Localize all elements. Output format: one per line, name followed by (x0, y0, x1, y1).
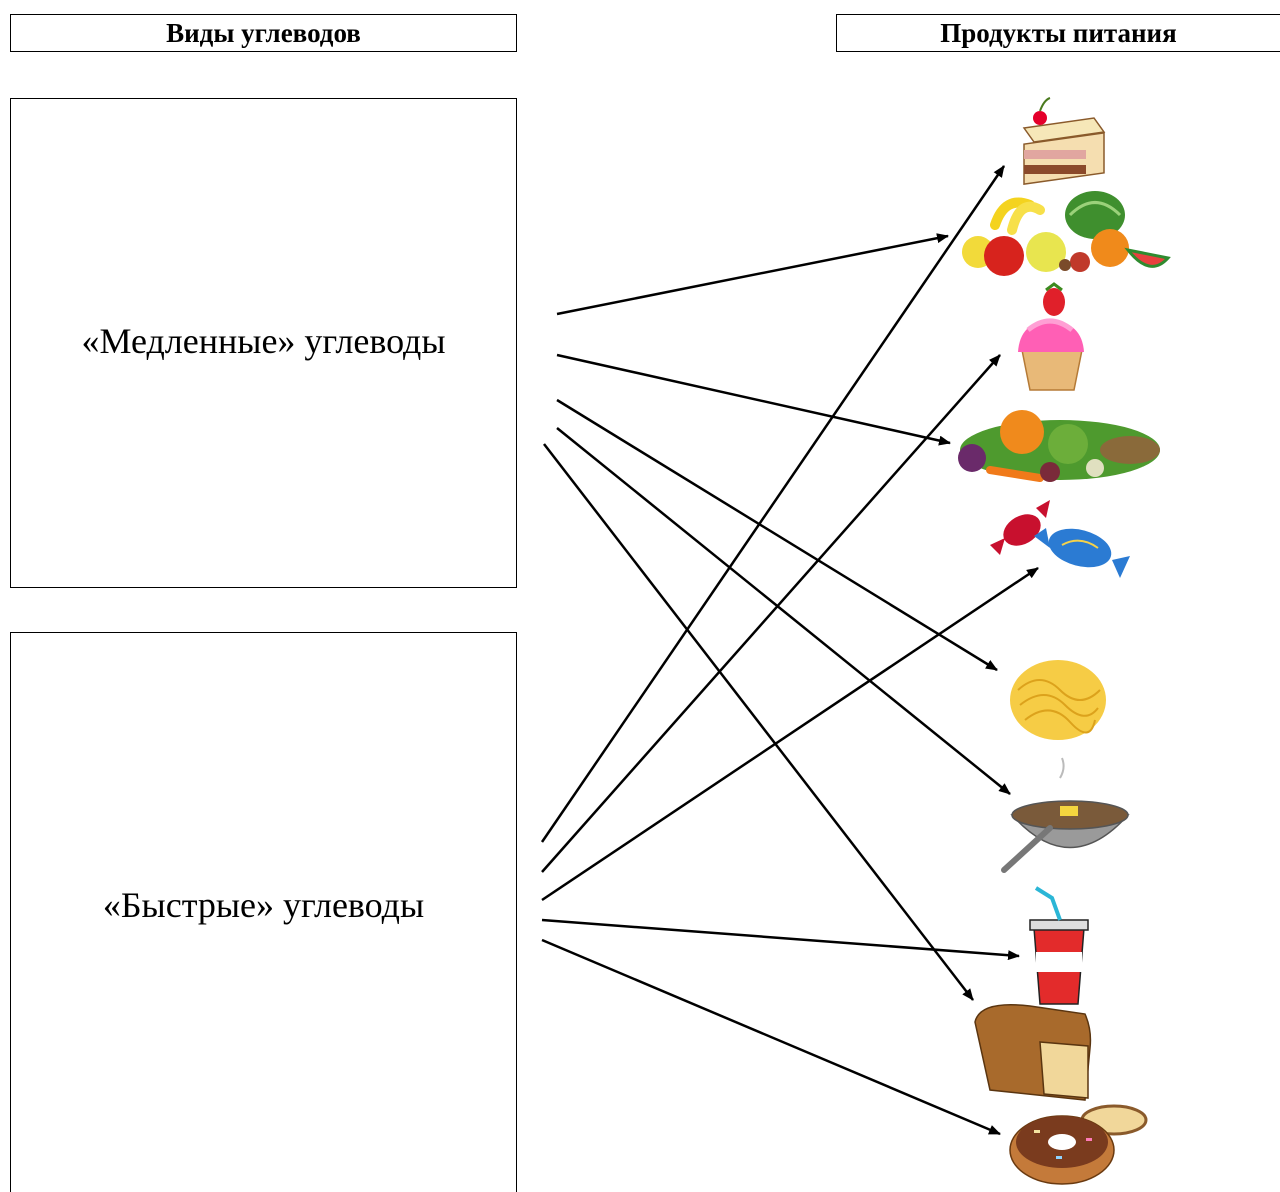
food-products-header: Продукты питания (836, 14, 1280, 52)
carb-types-header: Виды углеводов (10, 14, 517, 52)
food-products-header-label: Продукты питания (940, 17, 1177, 48)
cupcake-icon (1018, 282, 1084, 391)
fast-carbs-label: «Быстрые» углеводы (102, 884, 425, 925)
slow-to-porridge-arrow (556, 427, 1011, 795)
slow-carbs-box: «Медленные» углеводы (10, 98, 517, 588)
slow-to-vegetables-arrow (556, 353, 951, 446)
fast-to-cake-arrow (540, 165, 1006, 843)
bread-icon (974, 1003, 1148, 1136)
candy-icon (990, 500, 1130, 578)
slow-carbs-label: «Медленные» углеводы (81, 321, 446, 361)
fast-carbs-box: «Быстрые» углеводы (10, 632, 517, 1192)
vegetables-icon (958, 410, 1160, 482)
fast-to-soda-arrow (541, 918, 1020, 961)
slow-to-bread-arrow (543, 443, 974, 1001)
cake-slice-icon (1022, 97, 1106, 185)
fast-to-candy-arrow (541, 566, 1039, 902)
fast-to-cupcake-arrow (541, 354, 1001, 873)
slow-to-fruits-arrow (556, 233, 949, 316)
soda-cup-icon (1029, 886, 1089, 1005)
porridge-bowl-icon (1001, 757, 1130, 873)
fast-to-donut-arrow (541, 938, 1001, 1136)
carb-types-header-label: Виды углеводов (166, 17, 361, 48)
donut-icon (1009, 1115, 1115, 1185)
fruits-icon (962, 191, 1171, 276)
slow-to-pasta-arrow (556, 398, 998, 672)
pasta-icon (1010, 660, 1106, 740)
